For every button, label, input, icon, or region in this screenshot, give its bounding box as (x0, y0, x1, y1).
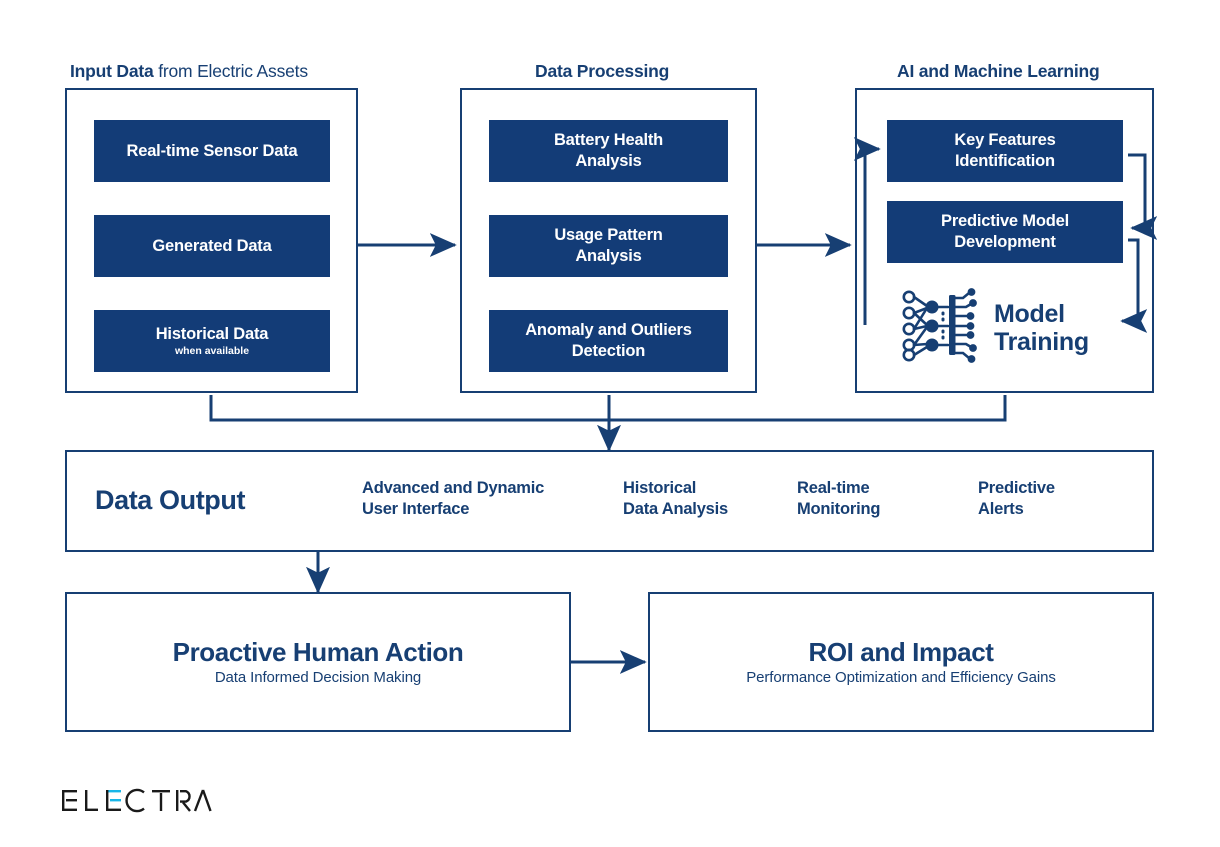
box-generated-data[interactable]: Generated Data (94, 215, 330, 277)
box-historical-data-sublabel: when available (174, 345, 250, 358)
column-header-data-processing: Data Processing (535, 61, 669, 82)
electra-logo: ELECTRA (62, 788, 212, 813)
proactive-human-action-title: Proactive Human Action (172, 636, 464, 667)
box-key-features-identification[interactable]: Key Features Identification (887, 120, 1123, 182)
neural-network-icon (900, 285, 980, 370)
model-training-group[interactable]: Model Training (900, 285, 1089, 370)
column-header-data-processing-bold: Data Processing (535, 61, 670, 81)
box-proactive-human-action[interactable]: Proactive Human Action Data Informed Dec… (65, 592, 571, 732)
output-item-real-time-monitoring: Real-time Monitoring (797, 479, 881, 519)
data-output-bar (65, 450, 1154, 552)
box-battery-health-analysis-label: Battery Health Analysis (553, 131, 664, 170)
column-header-ai-bold: AI and Machine Learning (897, 61, 1100, 81)
box-anomaly-outliers-detection-label: Anomaly and Outliers Detection (525, 321, 692, 360)
box-usage-pattern-analysis-label: Usage Pattern Analysis (554, 226, 663, 265)
column-header-input-data-bold: Input Data (70, 61, 154, 81)
roi-and-impact-subtitle: Performance Optimization and Efficiency … (746, 669, 1056, 687)
box-generated-data-label: Generated Data (152, 236, 272, 255)
box-real-time-sensor-data[interactable]: Real-time Sensor Data (94, 120, 330, 182)
output-item-historical-data-analysis: Historical Data Analysis (623, 479, 729, 519)
roi-and-impact-title: ROI and Impact (808, 636, 994, 667)
bus-columns-to-output (209, 395, 1007, 422)
column-header-input-data-light: from Electric Assets (153, 61, 308, 81)
output-item-predictive-alerts: Predictive Alerts (978, 479, 1055, 519)
electra-logo-mark (62, 788, 212, 813)
box-battery-health-analysis[interactable]: Battery Health Analysis (489, 120, 728, 182)
box-historical-data-label: Historical Data (155, 325, 269, 344)
box-historical-data[interactable]: Historical Data when available (94, 310, 330, 372)
box-predictive-model-development-label: Predictive Model Development (941, 212, 1069, 251)
proactive-human-action-subtitle: Data Informed Decision Making (214, 669, 422, 687)
model-training-label: Model Training (994, 299, 1089, 356)
data-output-title: Data Output (95, 485, 246, 515)
box-key-features-identification-label: Key Features Identification (954, 131, 1056, 170)
box-roi-and-impact[interactable]: ROI and Impact Performance Optimization … (648, 592, 1154, 732)
column-header-ai-machine-learning: AI and Machine Learning (897, 61, 1100, 82)
box-predictive-model-development[interactable]: Predictive Model Development (887, 201, 1123, 263)
output-item-advanced-dynamic-ui: Advanced and Dynamic User Interface (362, 479, 545, 519)
box-anomaly-outliers-detection[interactable]: Anomaly and Outliers Detection (489, 310, 728, 372)
box-usage-pattern-analysis[interactable]: Usage Pattern Analysis (489, 215, 728, 277)
column-header-input-data: Input Data from Electric Assets (70, 61, 308, 82)
box-real-time-sensor-data-label: Real-time Sensor Data (126, 141, 298, 160)
